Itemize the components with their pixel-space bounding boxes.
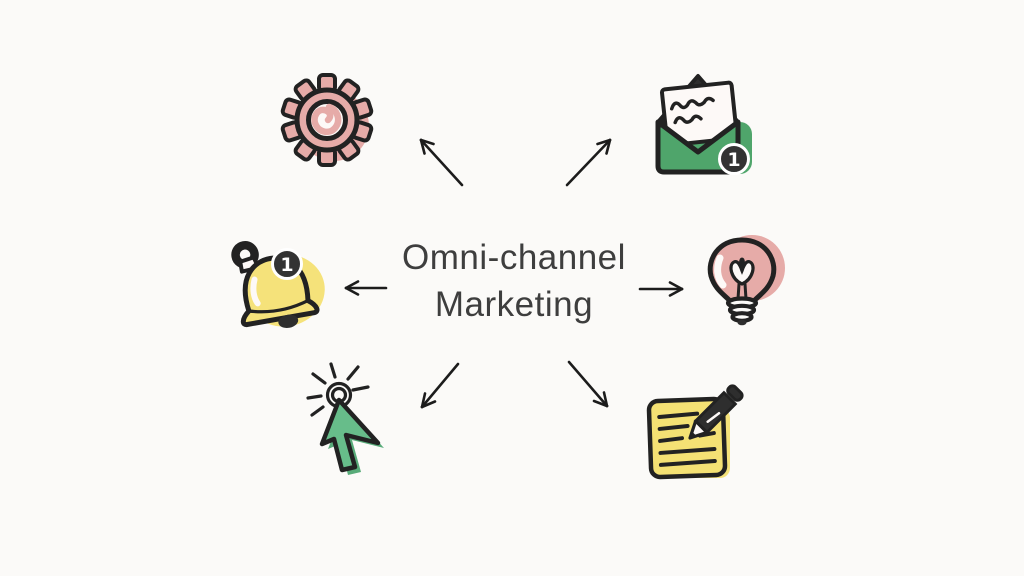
pencil xyxy=(688,384,744,440)
cursor-arrow xyxy=(319,397,381,473)
bell-rim-line xyxy=(248,299,309,314)
bulb-highlight xyxy=(714,254,727,289)
notification-badge: 1 xyxy=(718,143,750,175)
arrow-down-left xyxy=(420,362,460,409)
bulb-screw-base xyxy=(725,296,759,323)
arrow-up-right xyxy=(565,138,612,187)
badge-count: 1 xyxy=(727,149,740,171)
arrow-left xyxy=(344,280,388,296)
arrow-down-right xyxy=(567,360,609,408)
arrow-up-left xyxy=(419,138,464,187)
cursor-click-icon xyxy=(306,362,384,475)
badge-count: 1 xyxy=(280,254,293,276)
title-line-2: Marketing xyxy=(434,285,594,324)
title-line-1: Omni-channel xyxy=(402,238,626,277)
lightbulb-icon xyxy=(707,235,785,326)
bulb-filament-center xyxy=(739,257,745,275)
bell-icon: 1 xyxy=(231,241,325,328)
envelope-letter-icon: 1 xyxy=(655,74,752,175)
arrow-right xyxy=(638,281,684,297)
letter-paper xyxy=(659,80,739,148)
note-pencil-icon xyxy=(646,384,744,480)
gear-icon xyxy=(280,73,374,167)
notification-badge: 1 xyxy=(271,248,303,280)
bell-highlight xyxy=(250,276,261,307)
page-title: Omni-channel Marketing xyxy=(368,234,660,328)
bell-clapper xyxy=(278,314,299,328)
